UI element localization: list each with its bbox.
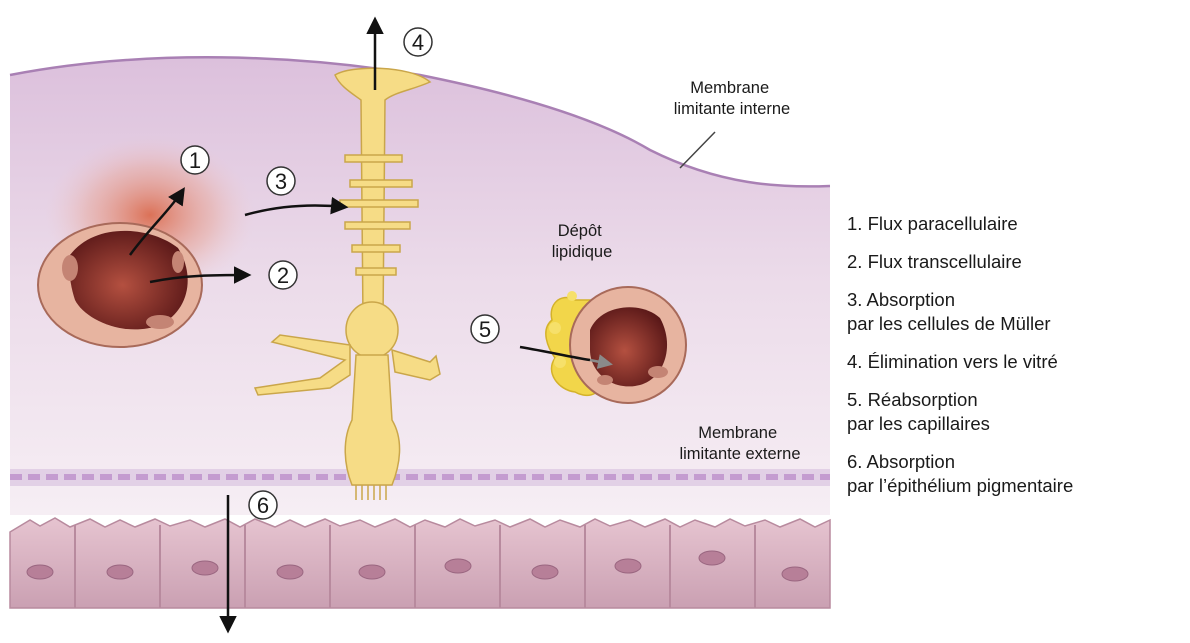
legend-item-5: 5. Réabsorption par les capillaires — [847, 388, 1182, 436]
legend-item-1: 1. Flux paracellulaire — [847, 212, 1182, 236]
capillary-right — [546, 287, 686, 403]
marker-1: 1 — [181, 146, 209, 174]
marker-6: 6 — [249, 491, 277, 519]
legend-item-6: 6. Absorption par l’épithélium pigmentai… — [847, 450, 1182, 498]
marker-2: 2 — [269, 261, 297, 289]
outer-limiting-membrane — [10, 469, 830, 486]
marker-4: 4 — [404, 28, 432, 56]
pigment-epithelium — [10, 518, 830, 608]
marker-3-label: 3 — [275, 169, 287, 194]
legend-item-3: 3. Absorption par les cellules de Müller — [847, 288, 1182, 336]
capillary-left — [38, 223, 202, 347]
marker-3: 3 — [267, 167, 295, 195]
marker-5: 5 — [471, 315, 499, 343]
inner-membrane-label: Membrane limitante interne — [674, 79, 790, 118]
marker-4-label: 4 — [412, 30, 424, 55]
marker-2-label: 2 — [277, 263, 289, 288]
marker-1-label: 1 — [189, 148, 201, 173]
inner-membrane-pointer — [680, 132, 715, 168]
marker-5-label: 5 — [479, 317, 491, 342]
marker-6-label: 6 — [257, 493, 269, 518]
legend-item-2: 2. Flux transcellulaire — [847, 250, 1182, 274]
legend: 1. Flux paracellulaire 2. Flux transcell… — [847, 212, 1182, 512]
legend-item-4: 4. Élimination vers le vitré — [847, 350, 1182, 374]
